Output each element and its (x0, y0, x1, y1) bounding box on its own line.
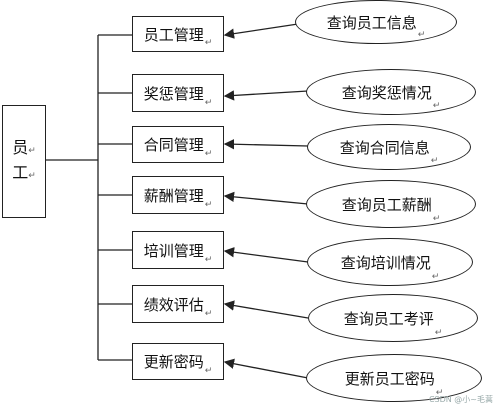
arrow-line (223, 247, 309, 263)
paragraph-mark: ↵ (204, 38, 213, 48)
action-ellipse-performance: 查询员工考评↵ (308, 294, 478, 342)
paragraph-mark: ↵ (204, 200, 213, 210)
module-label: 合同管理 (143, 136, 204, 154)
module-box-password: 更新密码↵ (132, 343, 224, 380)
module-box-training: 培训管理↵ (132, 231, 224, 269)
module-label: 绩效评估 (143, 295, 204, 314)
paragraph-mark: ↵ (432, 214, 441, 224)
module-label: 更新密码 (143, 353, 204, 371)
module-label: 员工管理 (143, 25, 204, 44)
action-ellipse-employee: 查询员工信息↵ (295, 0, 457, 44)
arrow-line (223, 139, 309, 150)
paragraph-mark: ↵ (204, 255, 213, 265)
module-box-contract: 合同管理↵ (132, 126, 224, 163)
root-label-line1: 员↵ (12, 137, 36, 157)
paragraph-mark: ↵ (204, 98, 213, 108)
paragraph-mark: ↵ (204, 309, 213, 319)
module-label: 培训管理 (143, 241, 204, 260)
module-label: 奖惩管理 (143, 84, 204, 103)
action-ellipse-contract: 查询合同信息↵ (307, 124, 471, 170)
paragraph-mark: ↵ (431, 272, 440, 282)
watermark: CSDN @小~毛蒿 (428, 395, 493, 404)
module-label: 薪酬管理 (143, 186, 204, 205)
action-label: 查询员工考评 (343, 309, 434, 328)
paragraph-mark: ↵ (430, 156, 439, 166)
paragraph-mark: ↵ (204, 149, 213, 159)
paragraph-mark: ↵ (204, 366, 213, 376)
module-box-employee: 员工管理↵ (132, 16, 224, 52)
arrow-line (223, 90, 309, 101)
action-ellipse-training: 查询培训情况↵ (307, 238, 473, 286)
module-box-salary: 薪酬管理↵ (132, 176, 224, 214)
root-label-line2: 工↵ (12, 162, 36, 182)
action-ellipse-rewards: 查询奖惩情况↵ (306, 69, 476, 115)
action-label: 查询培训情况 (340, 253, 431, 272)
root-employee-box: 员↵ 工↵ (2, 105, 46, 218)
action-label: 更新员工密码 (344, 369, 435, 388)
action-label: 查询员工信息 (326, 13, 417, 32)
arrow-line (223, 23, 299, 39)
paragraph-mark: ↵ (417, 30, 426, 40)
action-label: 查询奖惩情况 (341, 83, 432, 102)
action-label: 查询员工薪酬 (341, 195, 432, 214)
action-ellipse-password: 更新员工密码↵ (306, 354, 482, 402)
paragraph-mark: ↵ (435, 388, 444, 398)
arrow-line (223, 191, 309, 205)
action-label: 查询合同信息 (339, 138, 430, 157)
paragraph-mark: ↵ (434, 328, 443, 338)
module-box-rewards: 奖惩管理↵ (132, 74, 224, 112)
action-ellipse-salary: 查询员工薪酬↵ (306, 180, 476, 228)
paragraph-mark: ↵ (432, 101, 441, 111)
module-box-performance: 绩效评估↵ (132, 285, 224, 323)
arrow-line (223, 300, 309, 319)
arrow-line (223, 358, 309, 379)
